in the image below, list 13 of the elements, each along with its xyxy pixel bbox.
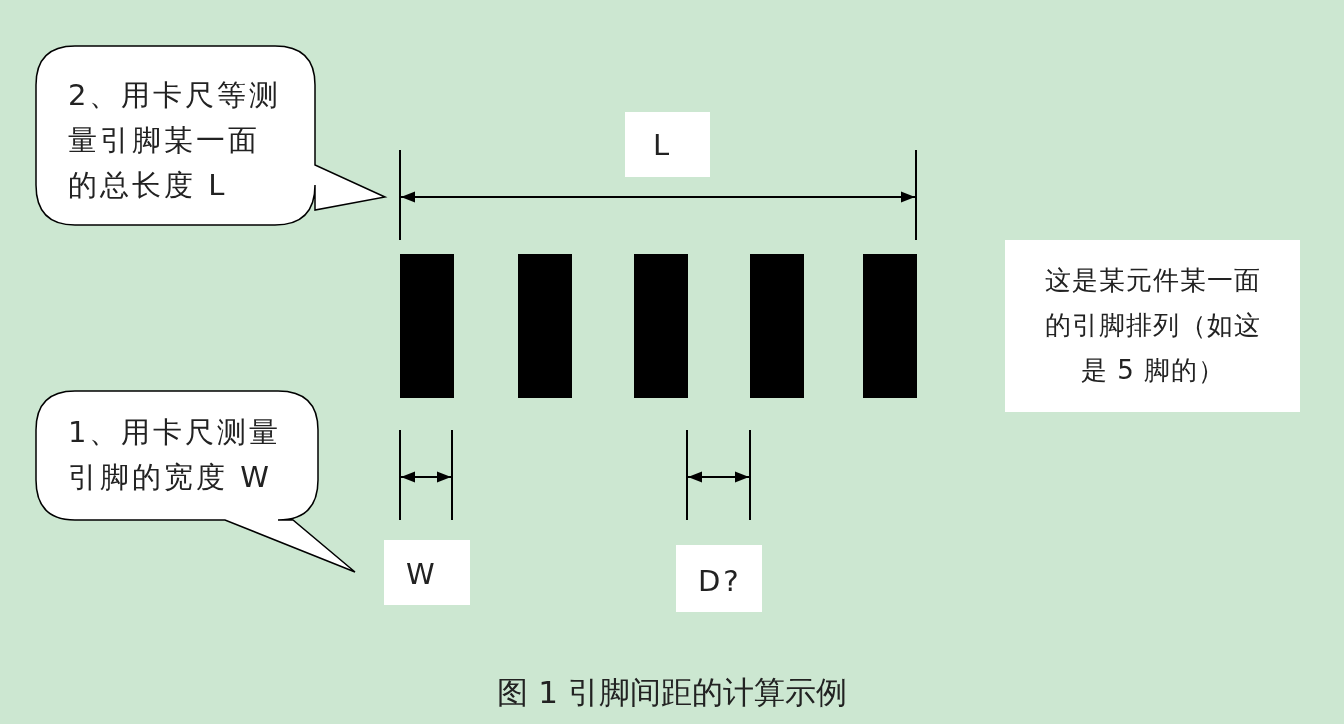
speech-bubble [35,45,387,227]
label-box [384,540,470,605]
figure-caption: 图 1 引脚间距的计算示例 [496,673,848,712]
label-text: 2、用卡尺等测量引脚某一面的总长度 L [68,77,283,204]
label-box [676,545,762,612]
label-text: 1、用卡尺测量引脚的宽度 W [68,414,283,496]
speech-bubble [35,390,357,574]
label-box [625,112,710,177]
label-text: 这是某元件某一面的引脚排列（如这是 5 脚的） [1044,264,1262,387]
label-text: L [653,127,674,164]
label-text: W [406,556,439,593]
label-text: D? [698,563,743,600]
label-box [1005,240,1300,412]
